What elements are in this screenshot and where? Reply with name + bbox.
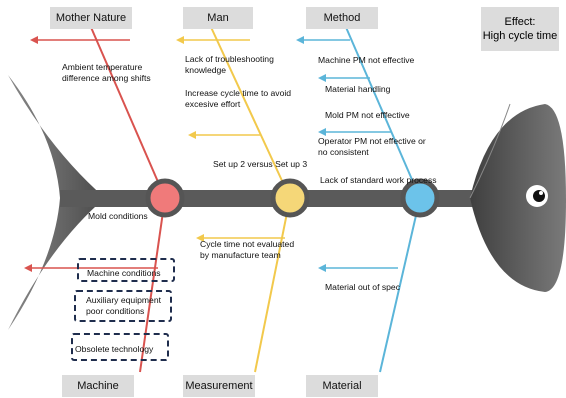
cause-increase-cycle: Increase cycle time to avoid excesive ef…: [185, 88, 292, 109]
cause-mold-pm: Mold PM not efffective: [325, 110, 410, 120]
blue-junction: [400, 178, 440, 218]
yellow-lower-bone: [254, 197, 291, 373]
cause-machine-conditions: Machine conditions: [87, 268, 161, 278]
red-lower-bone: [139, 197, 166, 373]
category-measurement: Measurement: [183, 375, 255, 397]
yellow-upper-bone: [209, 24, 291, 199]
highlight-machine-conditions: [77, 258, 175, 282]
category-man: Man: [183, 7, 253, 29]
cause-cycle-not-evaluated: Cycle time not evaluated by manufacture …: [200, 239, 295, 260]
effect-label: Effect:: [504, 16, 536, 28]
cause-auxiliary: Auxiliary equipment poor conditions: [86, 295, 161, 316]
fish-head: [470, 104, 566, 292]
cause-setup: Set up 2 versus Set up 3: [213, 159, 308, 169]
fish-gill: [469, 103, 511, 199]
cause-material-handling: Material handling: [325, 84, 391, 94]
highlight-auxiliary: [74, 290, 172, 322]
category-mother-nature: Mother Nature: [50, 7, 132, 29]
blue-lower-bone: [379, 197, 421, 373]
cause-obsolete: Obsolete technology: [75, 344, 154, 354]
highlight-obsolete: [71, 333, 169, 361]
category-machine: Machine: [62, 375, 134, 397]
cause-lack-troubleshooting: Lack of troubleshooting knowledge: [185, 54, 274, 75]
red-upper-bone: [89, 24, 166, 199]
fish-pupil: [533, 190, 545, 202]
cause-mold-conditions: Mold conditions: [88, 211, 148, 221]
yellow-junction: [270, 178, 310, 218]
red-junction: [145, 178, 185, 218]
blue-upper-bone: [344, 24, 421, 199]
cause-operator-pm: Operator PM not effective or no consiste…: [318, 136, 426, 157]
cause-machine-pm: Machine PM not effective: [318, 55, 415, 65]
cause-ambient: Ambient temperature difference among shi…: [62, 62, 151, 83]
category-material: Material: [306, 375, 378, 397]
category-method: Method: [306, 7, 378, 29]
effect-box: Effect: High cycle time: [481, 7, 559, 51]
cause-lack-standard: Lack of standard work process: [320, 175, 437, 185]
cause-material-spec: Material out of spec: [325, 282, 400, 292]
effect-title: High cycle time: [482, 30, 558, 42]
